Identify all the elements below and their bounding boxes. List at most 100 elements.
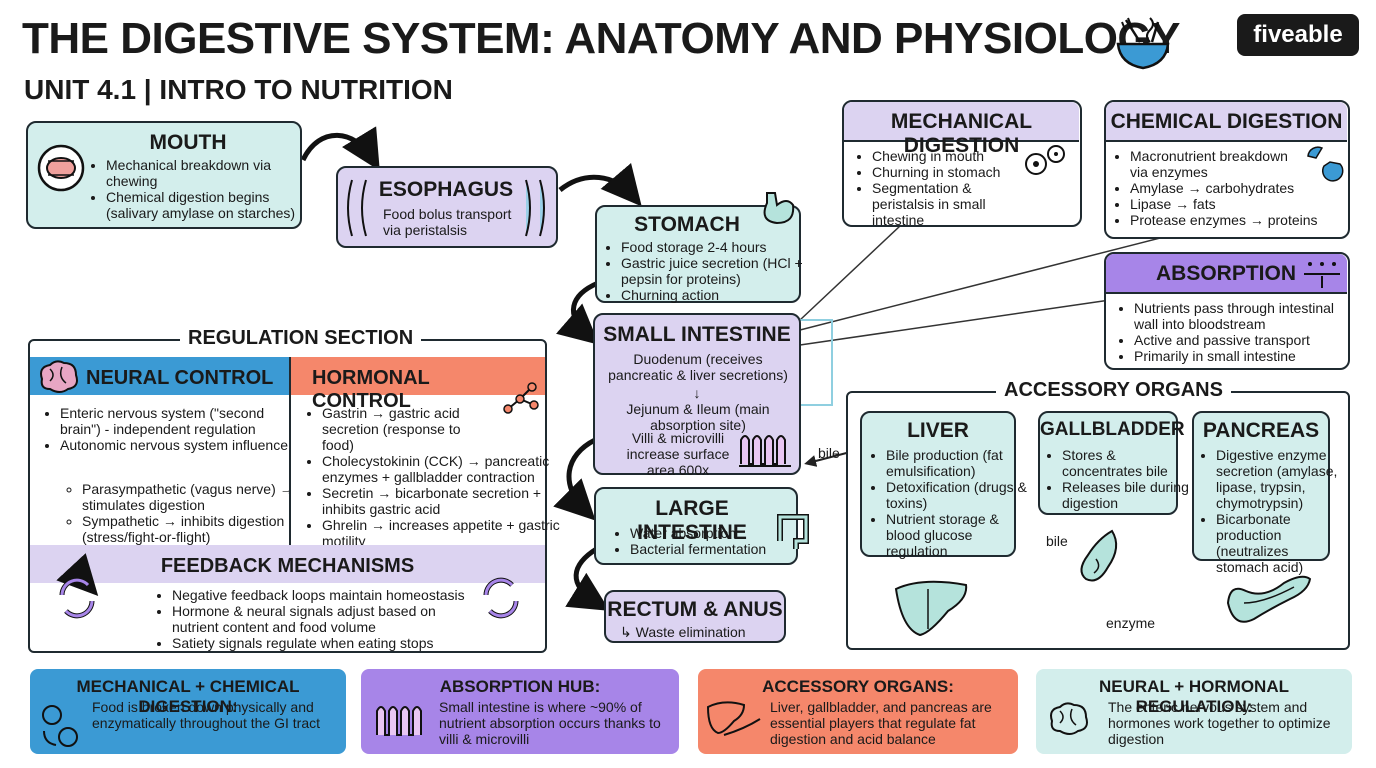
list-item: Churning in stomach: [872, 164, 1032, 180]
fiveable-logo: fiveable: [1237, 14, 1359, 56]
mouth-box: MOUTH Mechanical breakdown via chewing C…: [26, 121, 302, 229]
list-item: Gastrin → gastric acid secretion (respon…: [322, 405, 492, 453]
list-item: Detoxification (drugs & toxins): [886, 479, 1028, 511]
footer-card-title: MECHANICAL + CHEMICAL DIGESTION:: [76, 677, 300, 716]
list-item: Mechanical breakdown via chewing: [106, 157, 316, 189]
neural-control-list: Enteric nervous system ("second brain") …: [44, 405, 305, 453]
rectum-anus-title: RECTUM & ANUS: [607, 598, 783, 621]
footer-neural-hormonal: NEURAL + HORMONAL REGULATION: The enteri…: [1036, 669, 1352, 754]
esophagus-icon-left: [347, 179, 367, 237]
absorption-box: ABSORPTION Nutrients pass through intest…: [1104, 252, 1350, 370]
absorption-header-bg: [1106, 254, 1347, 294]
footer-card-title: NEURAL + HORMONAL REGULATION:: [1099, 677, 1289, 716]
mouth-title: MOUTH: [149, 131, 227, 154]
list-item: Stores & concentrates bile: [1062, 447, 1190, 479]
accessory-organs-title: ACCESSORY ORGANS: [996, 379, 1231, 402]
hormonal-control-list: Gastrin → gastric acid secretion (respon…: [306, 405, 562, 549]
list-item: Bicarbonate production (neutralizes stom…: [1216, 511, 1344, 575]
gallbladder-box: GALLBLADDER Stores & concentrates bile R…: [1038, 411, 1189, 515]
footer-card-text: Food is broken down physically and enzym…: [92, 699, 320, 731]
mechanical-digestion-list: Chewing in mouth Churning in stomach Seg…: [856, 148, 1032, 228]
villi-icon: [739, 435, 791, 467]
chemical-digestion-box: CHEMICAL DIGESTION Macronutrient breakdo…: [1104, 100, 1350, 239]
absorption-icon: [1304, 262, 1340, 288]
footer-card-text: Small intestine is where ~90% of nutrien…: [439, 699, 661, 747]
pancreas-box: PANCREAS Digestive enzyme secretion (amy…: [1192, 411, 1337, 575]
list-item: Enteric nervous system ("second brain") …: [60, 405, 305, 437]
feedback-header: [30, 545, 545, 583]
list-item: Secretin → bicarbonate secretion + inhib…: [322, 485, 562, 517]
brain-icon: [1050, 702, 1088, 735]
bowl-icon: [1116, 17, 1170, 70]
list-item: Water absorption: [630, 525, 800, 541]
list-item: Gastric juice secretion (HCl + pepsin fo…: [621, 255, 811, 287]
neural-control-sublist: Parasympathetic (vagus nerve) → stimulat…: [66, 481, 307, 545]
list-item: Churning action: [621, 287, 811, 303]
list-item: Nutrient storage & blood glucose regulat…: [886, 511, 1028, 559]
regulation-section: NEURAL CONTROL Enteric nervous system ("…: [28, 339, 560, 653]
liver-title: LIVER: [907, 419, 969, 442]
regulation-section-title: REGULATION SECTION: [180, 327, 422, 350]
list-item: Releases bile during digestion: [1062, 479, 1190, 511]
list-item: Satiety signals regulate when eating sto…: [172, 635, 482, 651]
regulation-divider: [289, 357, 291, 545]
bile-label-1: bile: [818, 445, 840, 461]
mechanical-digestion-header-bg: [844, 102, 1079, 142]
stomach-list: Food storage 2-4 hours Gastric juice sec…: [605, 239, 811, 303]
absorption-list: Nutrients pass through intestinal wall i…: [1118, 300, 1359, 364]
rectum-anus-box: RECTUM & ANUS ↳ Waste elimination: [604, 590, 786, 643]
list-item: Protease enzymes → proteins: [1130, 212, 1358, 228]
gears-icon: [1025, 145, 1065, 175]
small-intestine-box: SMALL INTESTINE Duodenum (receives pancr…: [593, 313, 801, 478]
list-item: Lipase → fats: [1130, 196, 1358, 212]
list-item: Nutrients pass through intestinal wall i…: [1134, 300, 1359, 332]
hormonal-control-title: HORMONAL CONTROL: [312, 367, 430, 412]
gallbladder-list: Stores & concentrates bile Releases bile…: [1046, 447, 1190, 511]
mouth-icon: [37, 144, 85, 192]
list-item: Hormone & neural signals adjust based on…: [172, 603, 482, 635]
list-item: Chemical digestion begins (salivary amyl…: [106, 189, 316, 221]
gallbladder-title: GALLBLADDER: [1040, 419, 1185, 440]
footer-card-title: ACCESSORY ORGANS:: [762, 677, 954, 696]
esophagus-box: ESOPHAGUS Food bolus transport via peris…: [336, 166, 558, 248]
mechanical-digestion-box: MECHANICAL DIGESTION Chewing in mouth Ch…: [842, 100, 1082, 228]
list-item: Amylase → carbohydrates: [1130, 180, 1358, 196]
liver-box: LIVER Bile production (fat emulsificatio…: [860, 411, 1027, 559]
chemical-digestion-header-bg: [1106, 102, 1347, 142]
accessory-organs-section: LIVER Bile production (fat emulsificatio…: [818, 391, 1350, 650]
liver-list: Bile production (fat emulsification) Det…: [870, 447, 1028, 559]
cycle-icon-right: [483, 577, 519, 619]
list-item: Cholecystokinin (CCK) → pancreatic enzym…: [322, 453, 562, 485]
list-item: Negative feedback loops maintain homeost…: [172, 587, 482, 603]
cycle-icon-left: [56, 553, 99, 619]
molecule-split-icon: [1307, 146, 1344, 182]
liver-icon: [894, 580, 968, 637]
feedback-title: FEEDBACK MECHANISMS: [160, 555, 415, 577]
gallbladder-icon: [1080, 529, 1118, 582]
stomach-title: STOMACH: [634, 213, 740, 236]
chemical-digestion-list: Macronutrient breakdown via enzymes Amyl…: [1114, 148, 1358, 228]
page-title: THE DIGESTIVE SYSTEM: ANATOMY AND PHYSIO…: [22, 14, 1181, 63]
list-item: Sympathetic → inhibits digestion (stress…: [82, 513, 307, 545]
pancreas-title: PANCREAS: [1202, 419, 1320, 442]
footer-absorption-hub: ABSORPTION HUB: Small intestine is where…: [361, 669, 679, 754]
rectum-anus-text: ↳ Waste elimination: [620, 624, 746, 640]
esophagus-title: ESOPHAGUS: [378, 178, 514, 201]
villi-icon: [376, 706, 422, 736]
small-intestine-title: SMALL INTESTINE: [603, 323, 791, 346]
list-item: Primarily in small intestine: [1134, 348, 1359, 364]
footer-accessory-organs: ACCESSORY ORGANS: Liver, gallbladder, an…: [698, 669, 1018, 754]
list-item: Macronutrient breakdown via enzymes: [1130, 148, 1300, 180]
pancreas-icon: [1226, 575, 1312, 623]
small-intestine-arrow: ↓: [693, 385, 701, 401]
enzyme-label: enzyme: [1106, 615, 1156, 631]
list-item: Parasympathetic (vagus nerve) → stimulat…: [82, 481, 307, 513]
neural-control-title: NEURAL CONTROL: [86, 367, 274, 389]
organs-icon: [706, 701, 761, 736]
page-subtitle: UNIT 4.1 | INTRO TO NUTRITION: [24, 74, 453, 105]
gears-icon: [42, 705, 78, 747]
large-intestine-box: LARGE INTESTINE Water absorption Bacteri…: [594, 487, 809, 565]
stomach-box: STOMACH Food storage 2-4 hours Gastric j…: [595, 192, 803, 303]
list-item: Segmentation & peristalsis in small inte…: [872, 180, 1032, 228]
pancreas-list: Digestive enzyme secretion (amylase, lip…: [1200, 447, 1344, 575]
